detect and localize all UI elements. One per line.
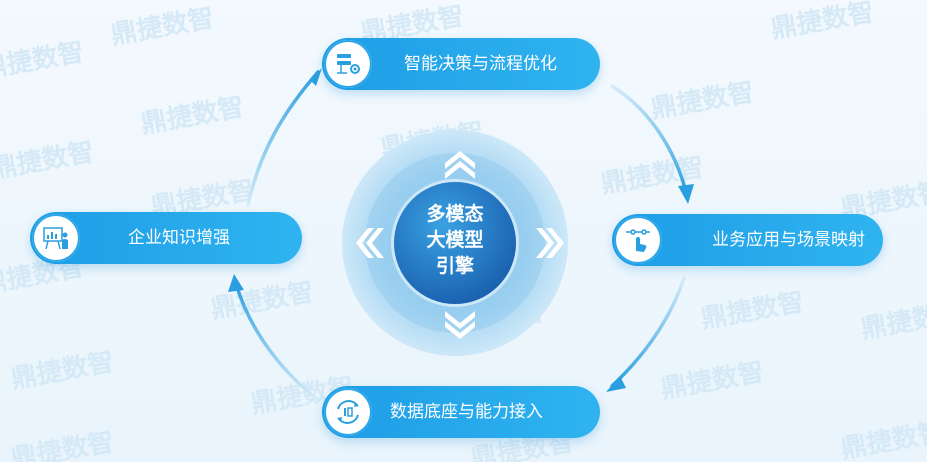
node-top-label: 智能决策与流程优化 xyxy=(404,54,557,74)
arrow-head-icon xyxy=(310,68,322,86)
chevrons-left-icon xyxy=(356,228,384,258)
process-gear-icon xyxy=(324,40,372,88)
node-left-label: 企业知识增强 xyxy=(128,228,230,248)
arrow-head-icon xyxy=(606,376,626,392)
presentation-board-icon xyxy=(32,214,80,262)
arrow-bottom-to-left xyxy=(234,282,320,402)
node-right: 业务应用与场景映射 xyxy=(612,214,883,266)
chevrons-down-icon xyxy=(445,311,475,339)
data-cycle-icon xyxy=(324,388,372,436)
arrow-left-to-top xyxy=(246,70,320,207)
node-right-label: 业务应用与场景映射 xyxy=(712,230,865,250)
node-left: 企业知识增强 xyxy=(30,212,302,264)
arrow-head-icon xyxy=(228,274,244,292)
chevrons-right-icon xyxy=(536,228,564,258)
chevrons-up-icon xyxy=(445,151,475,179)
center-engine: 多模态 大模型 引擎 xyxy=(394,182,516,304)
arrow-right-to-bottom xyxy=(610,276,686,388)
hand-tap-icon xyxy=(614,216,662,264)
node-bottom-label: 数据底座与能力接入 xyxy=(390,402,543,422)
arrow-head-icon xyxy=(678,184,694,204)
center-line-2: 大模型 xyxy=(426,229,484,251)
node-bottom: 数据底座与能力接入 xyxy=(322,386,600,438)
center-line-3: 引擎 xyxy=(435,255,474,277)
node-top: 智能决策与流程优化 xyxy=(322,38,600,90)
arrow-top-to-right xyxy=(610,84,688,194)
center-line-1: 多模态 xyxy=(426,203,484,225)
